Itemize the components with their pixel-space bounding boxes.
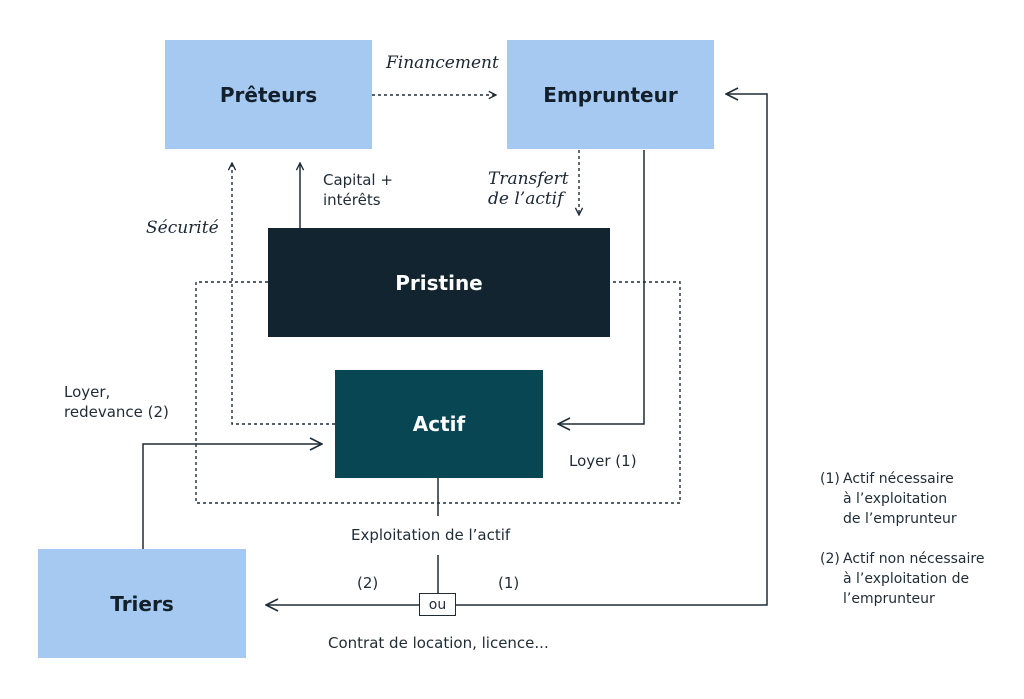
transfert-label-line2: de l’actif (488, 189, 564, 209)
capital-label-line1: Capital + (323, 171, 393, 189)
loyer-redevance-label-line1: Loyer, (64, 383, 111, 401)
transfert-label-line1: Transfert (488, 169, 569, 189)
note-1-line2: à l’exploitation (843, 491, 948, 507)
securite-arrow (232, 163, 335, 425)
marker-2-label: (2) (357, 574, 379, 592)
loyer-1-arrow (558, 150, 645, 424)
branch-1-arrow (456, 94, 768, 606)
capital-label-line2: intérêts (323, 191, 381, 209)
contrat-label: Contrat de location, licence... (328, 634, 549, 652)
note-2-line2: à l’exploitation de (843, 571, 970, 587)
note-2: (2)Actif non nécessaire à l’exploitation… (820, 549, 984, 609)
note-1: (1)Actif nécessaire à l’exploitation de … (820, 469, 957, 529)
emprunteur-box: Emprunteur (507, 40, 714, 149)
preteurs-box: Prêteurs (165, 40, 372, 149)
actif-box: Actif (335, 370, 543, 478)
note-1-line1: Actif nécessaire (843, 471, 954, 487)
note-1-line3: de l’emprunteur (843, 511, 957, 527)
note-2-line3: l’emprunteur (843, 591, 935, 607)
loyer-1-label: Loyer (1) (569, 452, 637, 470)
triers-box: Triers (38, 549, 246, 658)
securite-label: Sécurité (146, 218, 219, 238)
exploitation-label: Exploitation de l’actif (351, 526, 511, 544)
financement-label: Financement (386, 53, 499, 73)
pristine-box: Pristine (268, 228, 610, 337)
note-2-line1: Actif non nécessaire (843, 551, 985, 567)
marker-1-label: (1) (498, 574, 520, 592)
loyer-redevance-label-line2: redevance (2) (64, 403, 169, 421)
loyer-redevance-arrow (142, 444, 322, 549)
ou-junction: ou (419, 593, 456, 616)
note-1-number: (1) (820, 471, 840, 487)
note-2-number: (2) (820, 551, 840, 567)
